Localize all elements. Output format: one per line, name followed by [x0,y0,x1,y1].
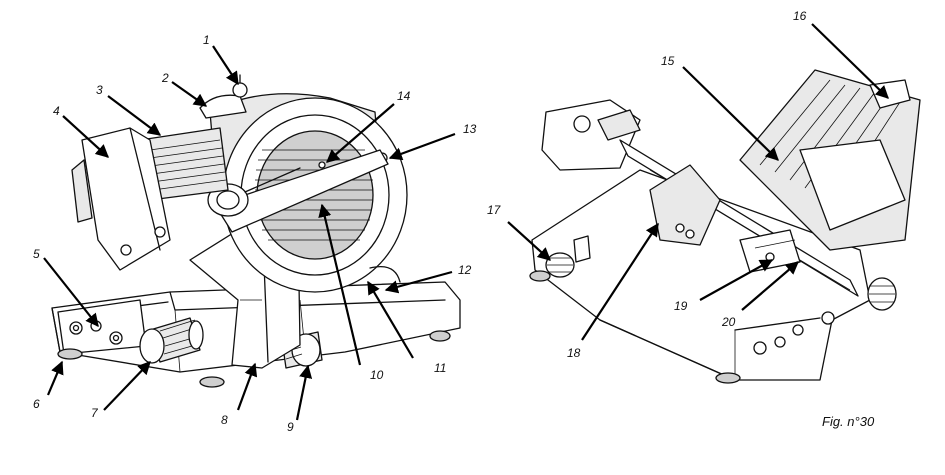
leader-12 [384,270,453,294]
control-panel [57,299,147,355]
leader-2 [171,81,208,107]
callout-19: 19 [674,299,688,313]
callout-14: 14 [397,89,411,103]
leader-10 [318,203,362,366]
leader-7 [103,361,151,411]
leader-9 [295,364,313,421]
slicer-rear-view [529,69,921,384]
slicer-front-view [51,74,461,388]
rear-knob-right [867,277,897,311]
feet [57,330,451,388]
callout-4: 4 [53,104,60,118]
callout-2: 2 [161,71,169,85]
figure-caption: Fig. n°30 [822,414,875,429]
leader-20 [741,261,800,311]
product-tray [739,69,921,251]
leader-4 [62,115,109,158]
callout-12: 12 [458,263,472,277]
callout-7: 7 [91,406,99,420]
callout-9: 9 [287,420,294,434]
rear-base [529,169,871,384]
leader-11 [367,280,414,359]
callout-1: 1 [203,33,210,47]
callout-8: 8 [221,413,228,427]
leader-14 [326,103,395,163]
callout-labels: 1 2 3 4 5 6 7 8 9 10 11 12 13 14 15 16 1… [33,9,807,434]
callout-20: 20 [721,315,736,329]
leader-17 [507,221,551,261]
thickness-knob [139,317,204,364]
callout-3: 3 [96,83,103,97]
leader-8 [236,362,258,411]
carriage-arm [207,149,389,233]
callout-16: 16 [793,9,807,23]
callout-10: 10 [370,368,384,382]
callout-13: 13 [463,122,477,136]
callout-15: 15 [661,54,675,68]
leader-13 [388,132,456,161]
sharpener-assembly [541,99,641,171]
callout-5: 5 [33,247,40,261]
callout-17: 17 [487,203,502,217]
callout-18: 18 [567,346,581,360]
leader-16 [811,23,889,99]
meat-pusher [71,127,171,271]
leader-lines [43,23,889,421]
callout-6: 6 [33,397,40,411]
leader-6 [46,360,64,396]
leader-3 [107,95,162,136]
leader-15 [682,66,779,161]
leader-1 [212,45,239,86]
rear-knob-left [545,235,591,278]
leader-5 [43,257,99,328]
leader-18 [581,222,659,341]
leader-19 [699,259,774,301]
callout-11: 11 [434,361,446,375]
